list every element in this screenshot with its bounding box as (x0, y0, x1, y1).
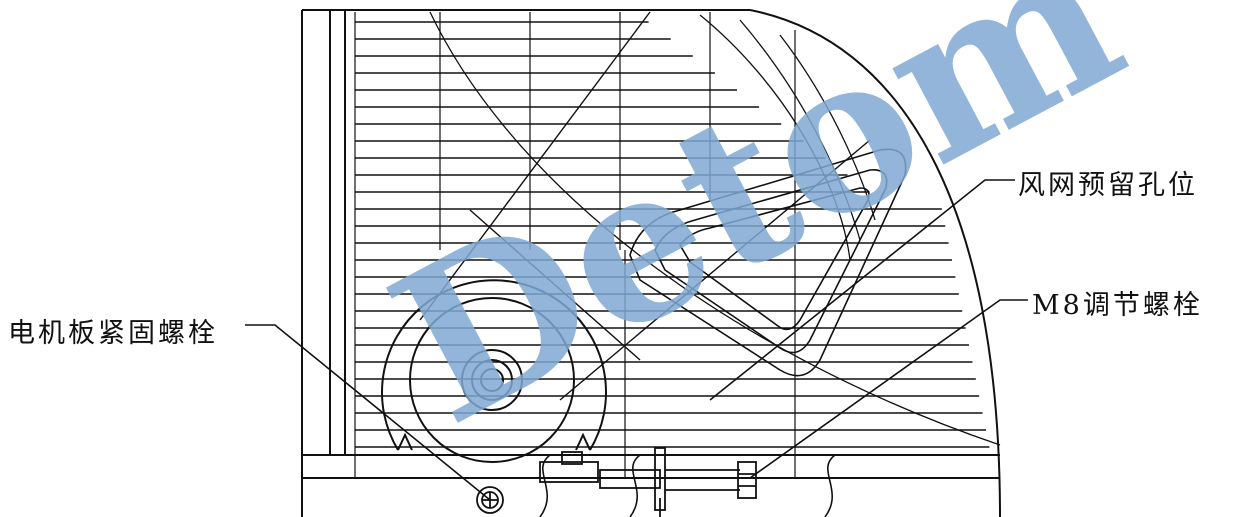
duct-opening (629, 148, 907, 377)
watermark-logo: Detom (357, 0, 1157, 472)
diagonal-struts (419, 11, 871, 401)
duct-hole-label: 风网预留孔位 (1018, 170, 1198, 201)
adjust-bolt-label: M8调节螺栓 (1032, 290, 1203, 321)
motor-assembly (381, 279, 607, 463)
m8-adjust-bolt (539, 447, 757, 517)
guide-arcs (429, 11, 1001, 446)
coil-grid-verticals (354, 12, 796, 478)
motor-plate-bolt-label: 电机板紧固螺栓 (8, 318, 218, 349)
break-lines (539, 454, 836, 517)
housing-frame (301, 9, 1001, 517)
leader-lines (245, 179, 1028, 501)
motor-plate-bolt (476, 486, 504, 514)
